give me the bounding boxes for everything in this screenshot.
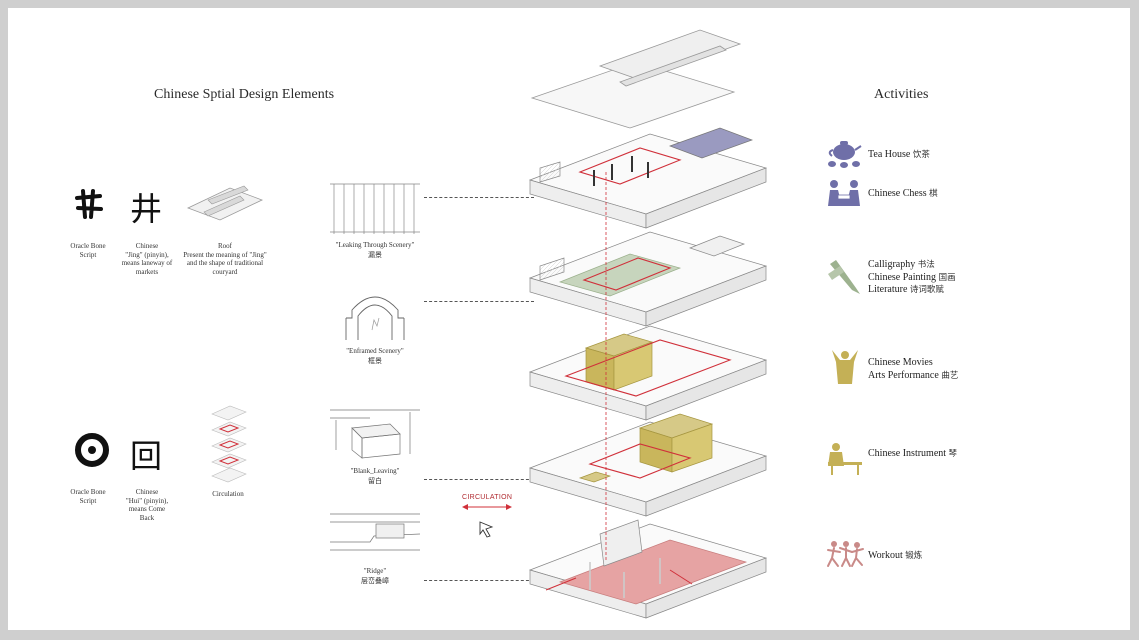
left-title: Chinese Sptial Design Elements (154, 87, 335, 102)
chinese-jing-glyph: 井 (129, 190, 162, 228)
oracle-jing-glyph (75, 189, 103, 219)
level-1 (528, 519, 768, 619)
enframed-scenery-sketch (345, 296, 405, 340)
activity-chinese-chess: Chinese Chess 棋 (868, 188, 938, 199)
performer-icon (832, 350, 858, 384)
circulation-diagram (211, 405, 247, 483)
diagram-canvas (8, 8, 1130, 630)
leader-line-4 (424, 580, 534, 581)
activity-calligraphy-group: Calligraphy 书法 Chinese Painting 国画 Liter… (868, 259, 956, 295)
circulation-label: CIRCULATION (462, 494, 513, 501)
ridge-sketch (330, 513, 421, 551)
enframed-scenery-caption: "Enframed Scenery"框景 (346, 347, 404, 365)
level-5 (528, 127, 768, 229)
blank-leaving-caption: "Blank_Leaving"留白 (350, 467, 400, 485)
right-title: Activities (874, 87, 929, 102)
chinese-hui-glyph: 回 (129, 437, 162, 475)
circulation-arrow (462, 504, 512, 510)
activity-performance-group: Chinese Movies Arts Performance 曲艺 (868, 357, 959, 381)
teapot-icon (828, 141, 862, 168)
leader-line-3 (424, 479, 534, 480)
blank-leaving-sketch (330, 409, 420, 459)
level-2 (528, 413, 768, 517)
guqin-player-icon (828, 443, 862, 475)
activity-chinese-instrument: Chinese Instrument 琴 (868, 448, 958, 459)
oracle-hui-glyph (75, 433, 109, 467)
level-4 (528, 231, 768, 327)
leader-line-1 (424, 197, 534, 198)
level-3 (528, 325, 768, 421)
brush-icon (828, 260, 860, 294)
circulation-caption: Circulation (212, 490, 244, 498)
roof-layer (530, 29, 742, 129)
north-arrow-icon (479, 521, 494, 538)
activity-workout: Workout 锻炼 (868, 550, 923, 561)
leaking-scenery-caption: "Leaking Through Scenery"漏景 (335, 241, 415, 259)
exploded-axonometric (528, 29, 768, 619)
chess-players-icon (828, 180, 860, 206)
leader-line-2 (424, 301, 534, 302)
activity-tea-house: Tea House 饮茶 (868, 149, 930, 160)
ridge-caption: "Ridge"层峦叠嶂 (361, 567, 389, 585)
dancers-icon (827, 541, 864, 567)
roof-diagram (186, 185, 264, 221)
leaking-scenery-sketch (330, 182, 420, 234)
